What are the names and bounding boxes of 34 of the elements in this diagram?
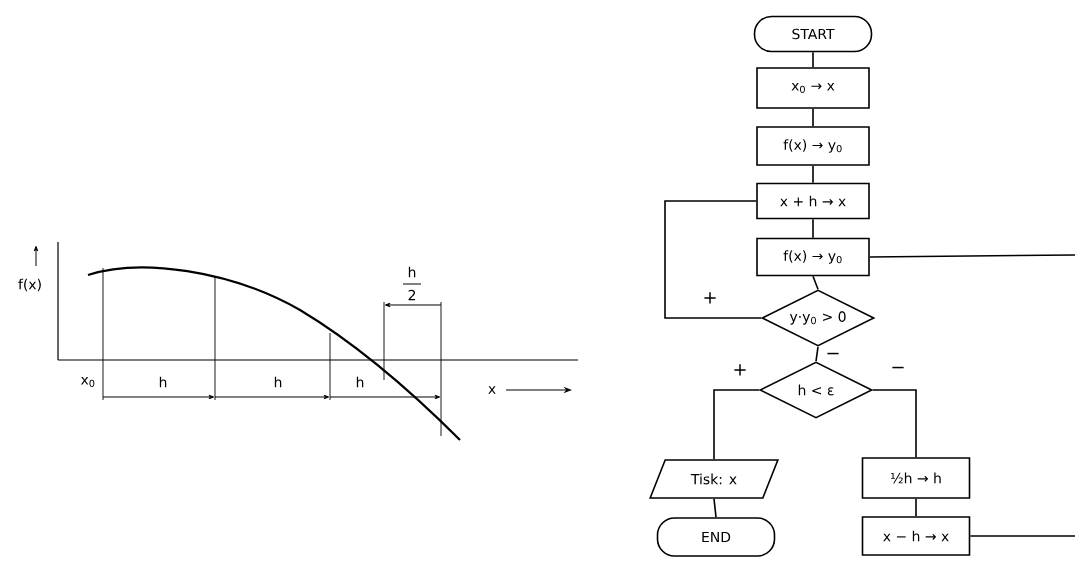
output-parallelogram: Tisk: x (649, 459, 780, 499)
edge-label: + (701, 291, 719, 305)
connector (915, 498, 917, 517)
process-box: x − h → x (861, 516, 971, 556)
connector (664, 200, 762, 319)
process-box: f(x) → y$_{0}$ (756, 126, 870, 166)
process-box: f(x) → y$_{0}$ (756, 237, 870, 277)
dimension-label: x$_{0}$ (80, 376, 95, 388)
edge-label: + (731, 363, 749, 377)
axis-label: x (488, 386, 496, 394)
connector (812, 51, 814, 68)
connector (812, 275, 819, 290)
terminal-box: START (753, 15, 873, 53)
connector (812, 165, 814, 184)
connector (872, 389, 917, 458)
connector (713, 498, 717, 518)
axis-label: f(x) (18, 278, 41, 292)
terminal-box: END (656, 517, 776, 557)
dimension-label: h (159, 376, 167, 388)
connector (713, 389, 760, 460)
connector (812, 108, 814, 127)
connector (969, 535, 1075, 537)
connector (869, 254, 1075, 258)
process-box: x + h → x (756, 182, 870, 220)
edge-label: − (889, 365, 907, 375)
dimension-label: h (274, 376, 282, 388)
dimension-label: h (356, 376, 364, 388)
process-box: x$_{0}$ → x (756, 67, 870, 109)
dimension-label: h (408, 266, 416, 278)
process-box: ½h → h (861, 457, 971, 499)
connector (815, 346, 819, 362)
edge-label: − (824, 351, 842, 361)
connector (812, 218, 814, 239)
dimension-label: 2 (408, 289, 416, 301)
